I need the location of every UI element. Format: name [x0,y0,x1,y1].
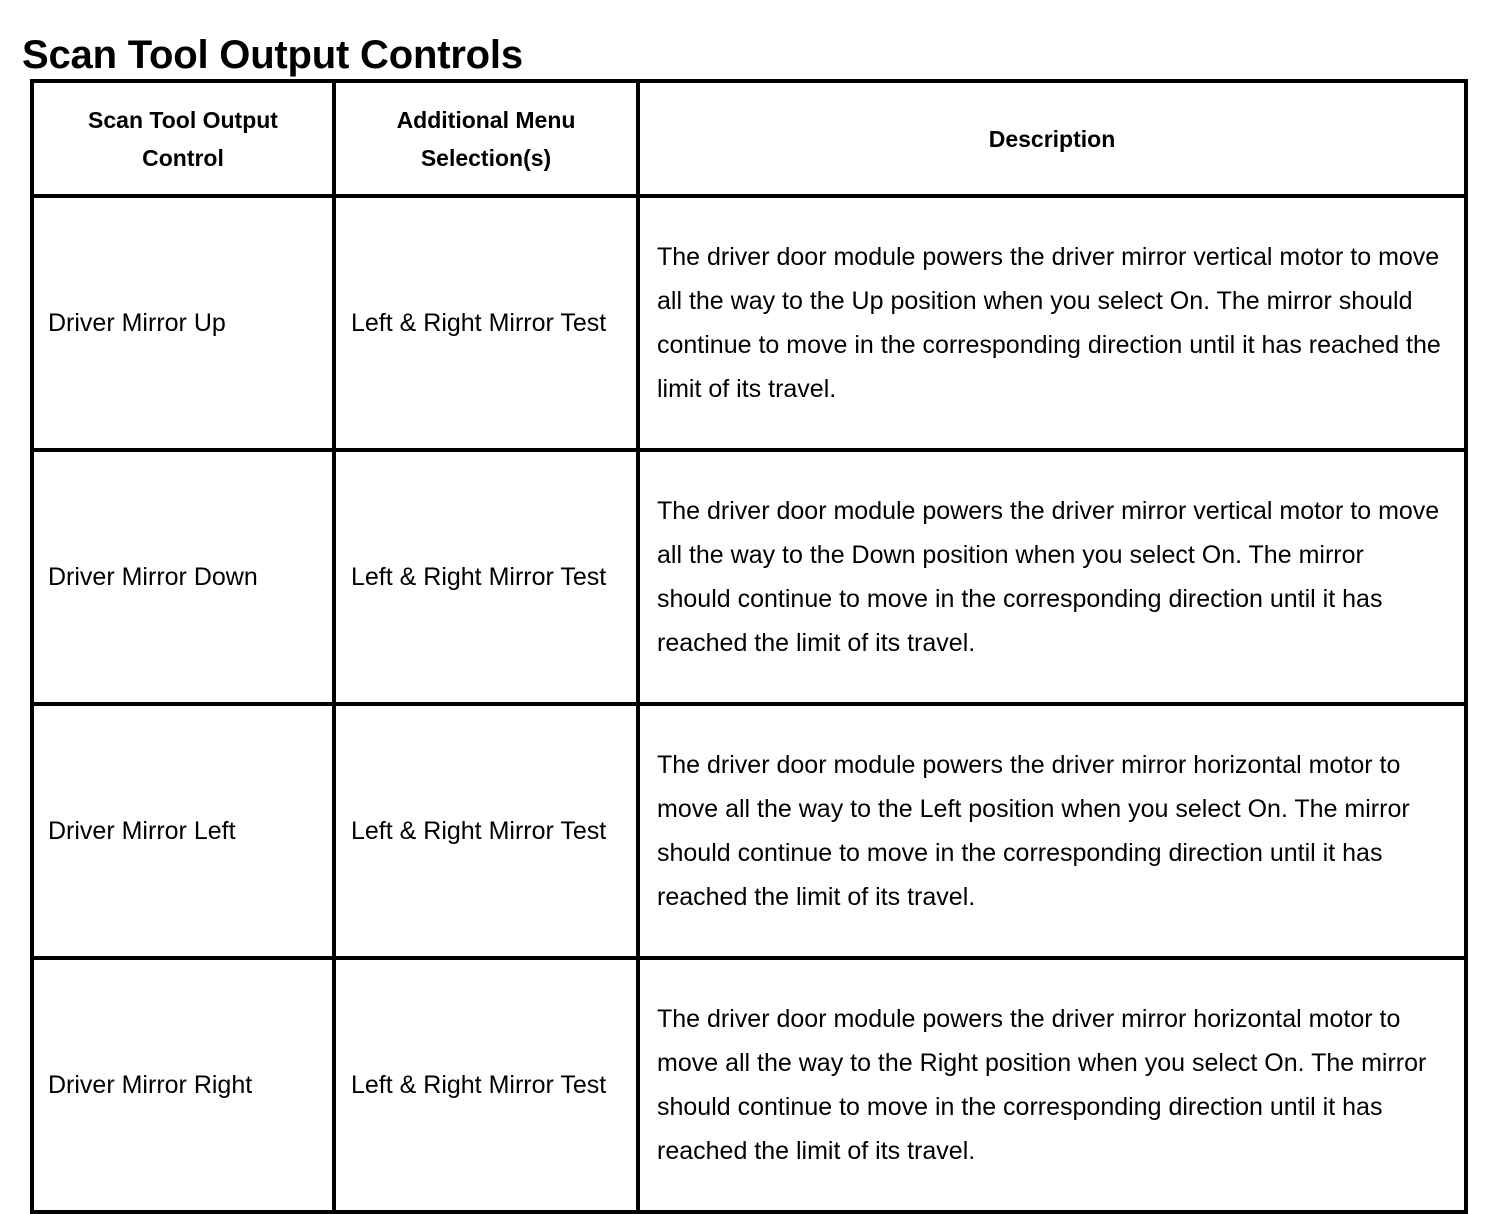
cell-menu-selection: Left & Right Mirror Test [332,702,640,960]
cell-control-label: Driver Mirror Down [48,563,258,591]
column-header-additional-menu-selections: Additional Menu Selection(s) [332,79,640,198]
scan-tool-output-controls-table: Scan Tool Output Control Additional Menu… [30,79,1468,1214]
cell-menu-selection: Left & Right Mirror Test [332,194,640,452]
column-header-description-label: Description [988,125,1116,152]
table-header-row: Scan Tool Output Control Additional Menu… [30,79,1468,198]
scan-tool-output-controls-table-wrapper: Scan Tool Output Control Additional Menu… [30,79,1468,1214]
column-header-scan-tool-output-control: Scan Tool Output Control [30,79,336,198]
cell-menu-selection-label: Left & Right Mirror Test [351,817,607,845]
table-row: Driver Mirror Up Left & Right Mirror Tes… [30,194,1468,452]
cell-control: Driver Mirror Down [30,448,336,706]
cell-description: The driver door module powers the driver… [636,956,1468,1214]
column-header-additional-menu-selections-label: Additional Menu Selection(s) [396,106,576,171]
table-body: Driver Mirror Up Left & Right Mirror Tes… [30,194,1468,1214]
cell-description: The driver door module powers the driver… [636,194,1468,452]
cell-description-text: The driver door module powers the driver… [657,1005,1427,1165]
cell-menu-selection-label: Left & Right Mirror Test [351,563,607,591]
column-header-scan-tool-output-control-label: Scan Tool Output Control [88,106,278,171]
cell-control-label: Driver Mirror Up [48,309,226,337]
page-title: Scan Tool Output Controls [22,32,523,77]
cell-menu-selection: Left & Right Mirror Test [332,448,640,706]
cell-control: Driver Mirror Left [30,702,336,960]
column-header-description: Description [636,79,1468,198]
cell-control: Driver Mirror Up [30,194,336,452]
cell-control-label: Driver Mirror Right [48,1071,253,1099]
cell-menu-selection-label: Left & Right Mirror Test [351,1071,607,1099]
cell-description-text: The driver door module powers the driver… [657,243,1441,403]
table-row: Driver Mirror Right Left & Right Mirror … [30,956,1468,1214]
cell-menu-selection-label: Left & Right Mirror Test [351,309,607,337]
cell-control-label: Driver Mirror Left [48,817,236,845]
cell-description-text: The driver door module powers the driver… [657,751,1410,911]
cell-menu-selection: Left & Right Mirror Test [332,956,640,1214]
cell-description-text: The driver door module powers the driver… [657,497,1440,657]
table-header: Scan Tool Output Control Additional Menu… [30,79,1468,198]
table-row: Driver Mirror Left Left & Right Mirror T… [30,702,1468,960]
cell-control: Driver Mirror Right [30,956,336,1214]
cell-description: The driver door module powers the driver… [636,702,1468,960]
cell-description: The driver door module powers the driver… [636,448,1468,706]
table-row: Driver Mirror Down Left & Right Mirror T… [30,448,1468,706]
